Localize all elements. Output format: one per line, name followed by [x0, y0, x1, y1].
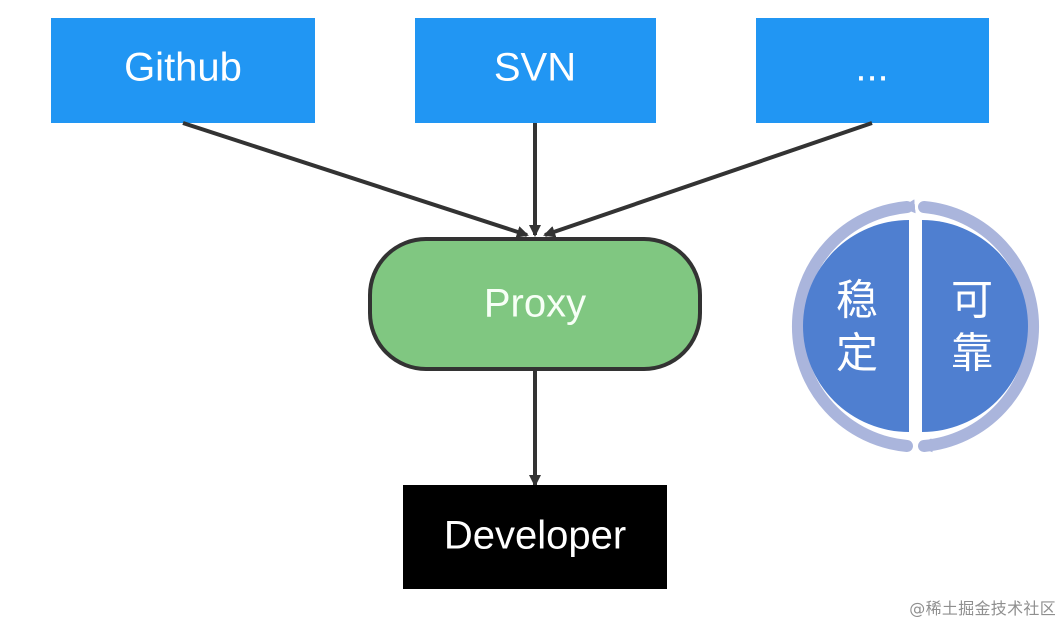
badge-right-char-2: 靠 — [951, 329, 993, 378]
source-box-github — [51, 18, 315, 123]
badge-right-char-1: 可 — [951, 276, 993, 325]
stability-reliability-badge: 稳 定 可 靠 — [792, 199, 1039, 453]
arrow-more-to-proxy — [543, 121, 873, 238]
source-box-more — [756, 18, 989, 123]
source-node-svn: SVN — [415, 18, 656, 123]
badge-right-ring — [918, 201, 1039, 453]
source-box-svn — [415, 18, 656, 123]
watermark-text: @稀土掘金技术社区 — [909, 599, 1056, 618]
developer-box — [403, 485, 667, 589]
developer-node: Developer — [403, 485, 667, 589]
source-label-more: ... — [855, 46, 888, 90]
badge-left-ring — [792, 199, 916, 452]
source-node-github: Github — [51, 18, 315, 123]
source-node-more: ... — [756, 18, 989, 123]
badge-left-char-2: 定 — [836, 329, 878, 378]
badge-right-half — [922, 220, 1028, 432]
proxy-label: Proxy — [484, 282, 586, 326]
proxy-node: Proxy — [368, 237, 702, 371]
source-label-github: Github — [124, 46, 242, 90]
developer-label: Developer — [444, 514, 626, 558]
source-label-svn: SVN — [494, 46, 576, 90]
badge-left-half — [803, 220, 909, 432]
arrow-github-to-proxy — [182, 121, 529, 238]
badge-left-char-1: 稳 — [836, 276, 878, 325]
